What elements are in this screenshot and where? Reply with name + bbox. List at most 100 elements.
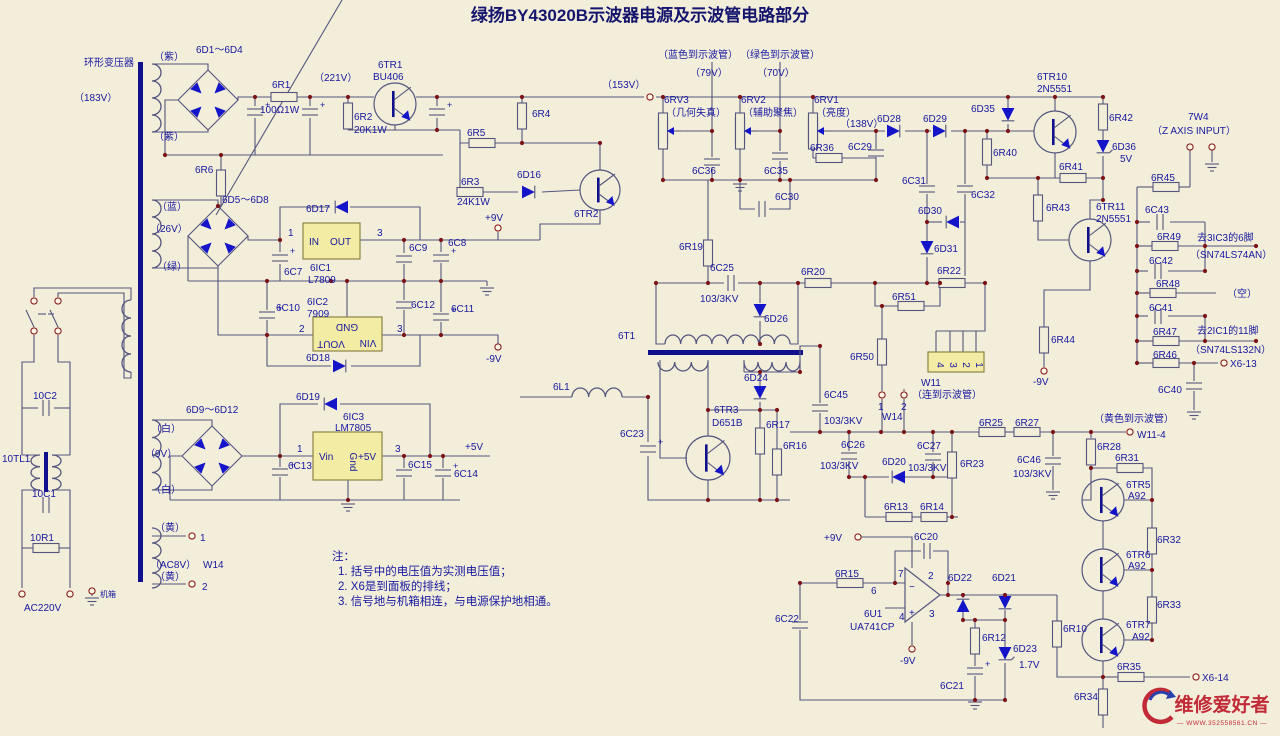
resistor <box>1097 103 1109 131</box>
resistor <box>981 138 993 166</box>
label-d20: 6D20 <box>882 457 906 468</box>
junction-dot <box>984 128 990 134</box>
junction-dot <box>1134 360 1140 366</box>
resistor <box>946 451 958 479</box>
junction-dot <box>846 474 852 480</box>
diode <box>956 599 970 612</box>
junction-dot <box>1088 465 1094 471</box>
resistor <box>920 511 948 523</box>
wire <box>1043 261 1091 327</box>
junction-dot <box>737 177 743 183</box>
label-tr6: 6TR6 <box>1126 550 1151 561</box>
terminal <box>646 93 654 101</box>
transistor <box>1081 618 1125 662</box>
junction-dot <box>879 303 885 309</box>
core-bar <box>44 452 48 492</box>
label-ic2-gnd: GND <box>336 321 358 332</box>
label-c25: 6C25 <box>710 263 734 274</box>
label-tr5: 6TR5 <box>1126 480 1151 491</box>
label-tr2: 6TR2 <box>574 209 599 220</box>
junction-dot <box>817 429 823 435</box>
label-v17: 1.7V <box>1019 660 1040 671</box>
label-v103d: 103/3KV <box>908 463 947 474</box>
wire <box>1056 647 1103 678</box>
cap-plus: + <box>290 460 295 470</box>
label-jixiang: 机箱 <box>100 589 116 599</box>
resistor <box>1149 287 1177 299</box>
wire <box>924 283 941 307</box>
junction-dot <box>930 474 936 480</box>
junction-dot <box>757 497 763 503</box>
resistor <box>1038 326 1050 354</box>
label-rv2: 6RV2 <box>741 95 766 106</box>
label-p9v1: +9V <box>485 213 503 224</box>
label-r35: 6R35 <box>1117 662 1141 673</box>
resistor <box>456 186 484 198</box>
bridge-diode <box>194 438 206 450</box>
label-d5-8: 6D5～6D8 <box>222 195 269 206</box>
bridge-diode <box>194 462 206 474</box>
bridge-diode <box>224 242 236 254</box>
label-lanse: （蓝色到示波管） <box>658 48 738 61</box>
cap-plus: + <box>985 659 990 669</box>
label-w11-p1: 1 <box>973 362 984 368</box>
junction-dot <box>1134 219 1140 225</box>
bridge-diode <box>224 218 236 230</box>
wire <box>799 630 1005 701</box>
resistor <box>516 102 528 130</box>
emitter-arrow <box>1109 506 1119 517</box>
transistor-lead <box>598 173 616 187</box>
wire <box>1124 467 1153 501</box>
wire <box>52 489 71 505</box>
label-c29: 6C29 <box>848 142 872 153</box>
terminal <box>854 533 862 541</box>
label-d21: 6D21 <box>992 573 1016 584</box>
transistor-lead <box>1088 222 1107 237</box>
label-rv2t: （辅助聚焦） <box>743 106 803 119</box>
label-r4: 6R4 <box>532 109 551 120</box>
label-r45: 6R45 <box>1151 173 1175 184</box>
label-op6: 6 <box>871 586 877 597</box>
junction-dot <box>344 278 350 284</box>
junction-dot <box>438 332 444 338</box>
junction-dot <box>1134 290 1140 296</box>
label-v26: （26V） <box>150 223 188 235</box>
label-green-w: （绿） <box>157 260 187 273</box>
label-c11: 6C11 <box>451 304 475 315</box>
diode <box>335 200 348 214</box>
junction-dot <box>1202 313 1208 319</box>
ic-box <box>312 316 383 352</box>
junction-dot <box>984 175 990 181</box>
emitter-arrow <box>1096 246 1106 257</box>
junction-dot <box>1100 94 1106 100</box>
junction-dot <box>930 429 936 435</box>
terminal <box>1192 673 1200 681</box>
zener-diode <box>1096 140 1110 153</box>
label-d23: 6D23 <box>1013 644 1037 655</box>
label-r3: 6R3 <box>461 177 480 188</box>
diode <box>946 215 959 229</box>
label-c20: 6C20 <box>914 532 938 543</box>
terminal <box>30 297 38 305</box>
junction-dot <box>215 203 221 209</box>
label-d1-4: 6D1～6D4 <box>196 45 243 56</box>
winding <box>121 299 132 373</box>
junction-dot <box>401 278 407 284</box>
junction-dot <box>1134 313 1140 319</box>
resistor <box>1146 596 1158 624</box>
cap-plus: + <box>451 305 456 315</box>
junction-dot <box>1005 128 1011 134</box>
label-tl1: 10TL1 <box>2 454 31 465</box>
junction-dot <box>892 580 898 586</box>
junction-dot <box>787 177 793 183</box>
junction-dot <box>982 280 988 286</box>
wire <box>894 550 921 583</box>
label-ac220: AC220V <box>24 603 62 614</box>
watermark-arc <box>1142 687 1174 725</box>
label-d31: 6D31 <box>934 244 958 255</box>
junction-dot <box>1149 567 1155 573</box>
transistor-lead <box>1101 482 1120 497</box>
junction-dot <box>1134 268 1140 274</box>
junction-dot <box>797 580 803 586</box>
terminal <box>878 391 886 399</box>
